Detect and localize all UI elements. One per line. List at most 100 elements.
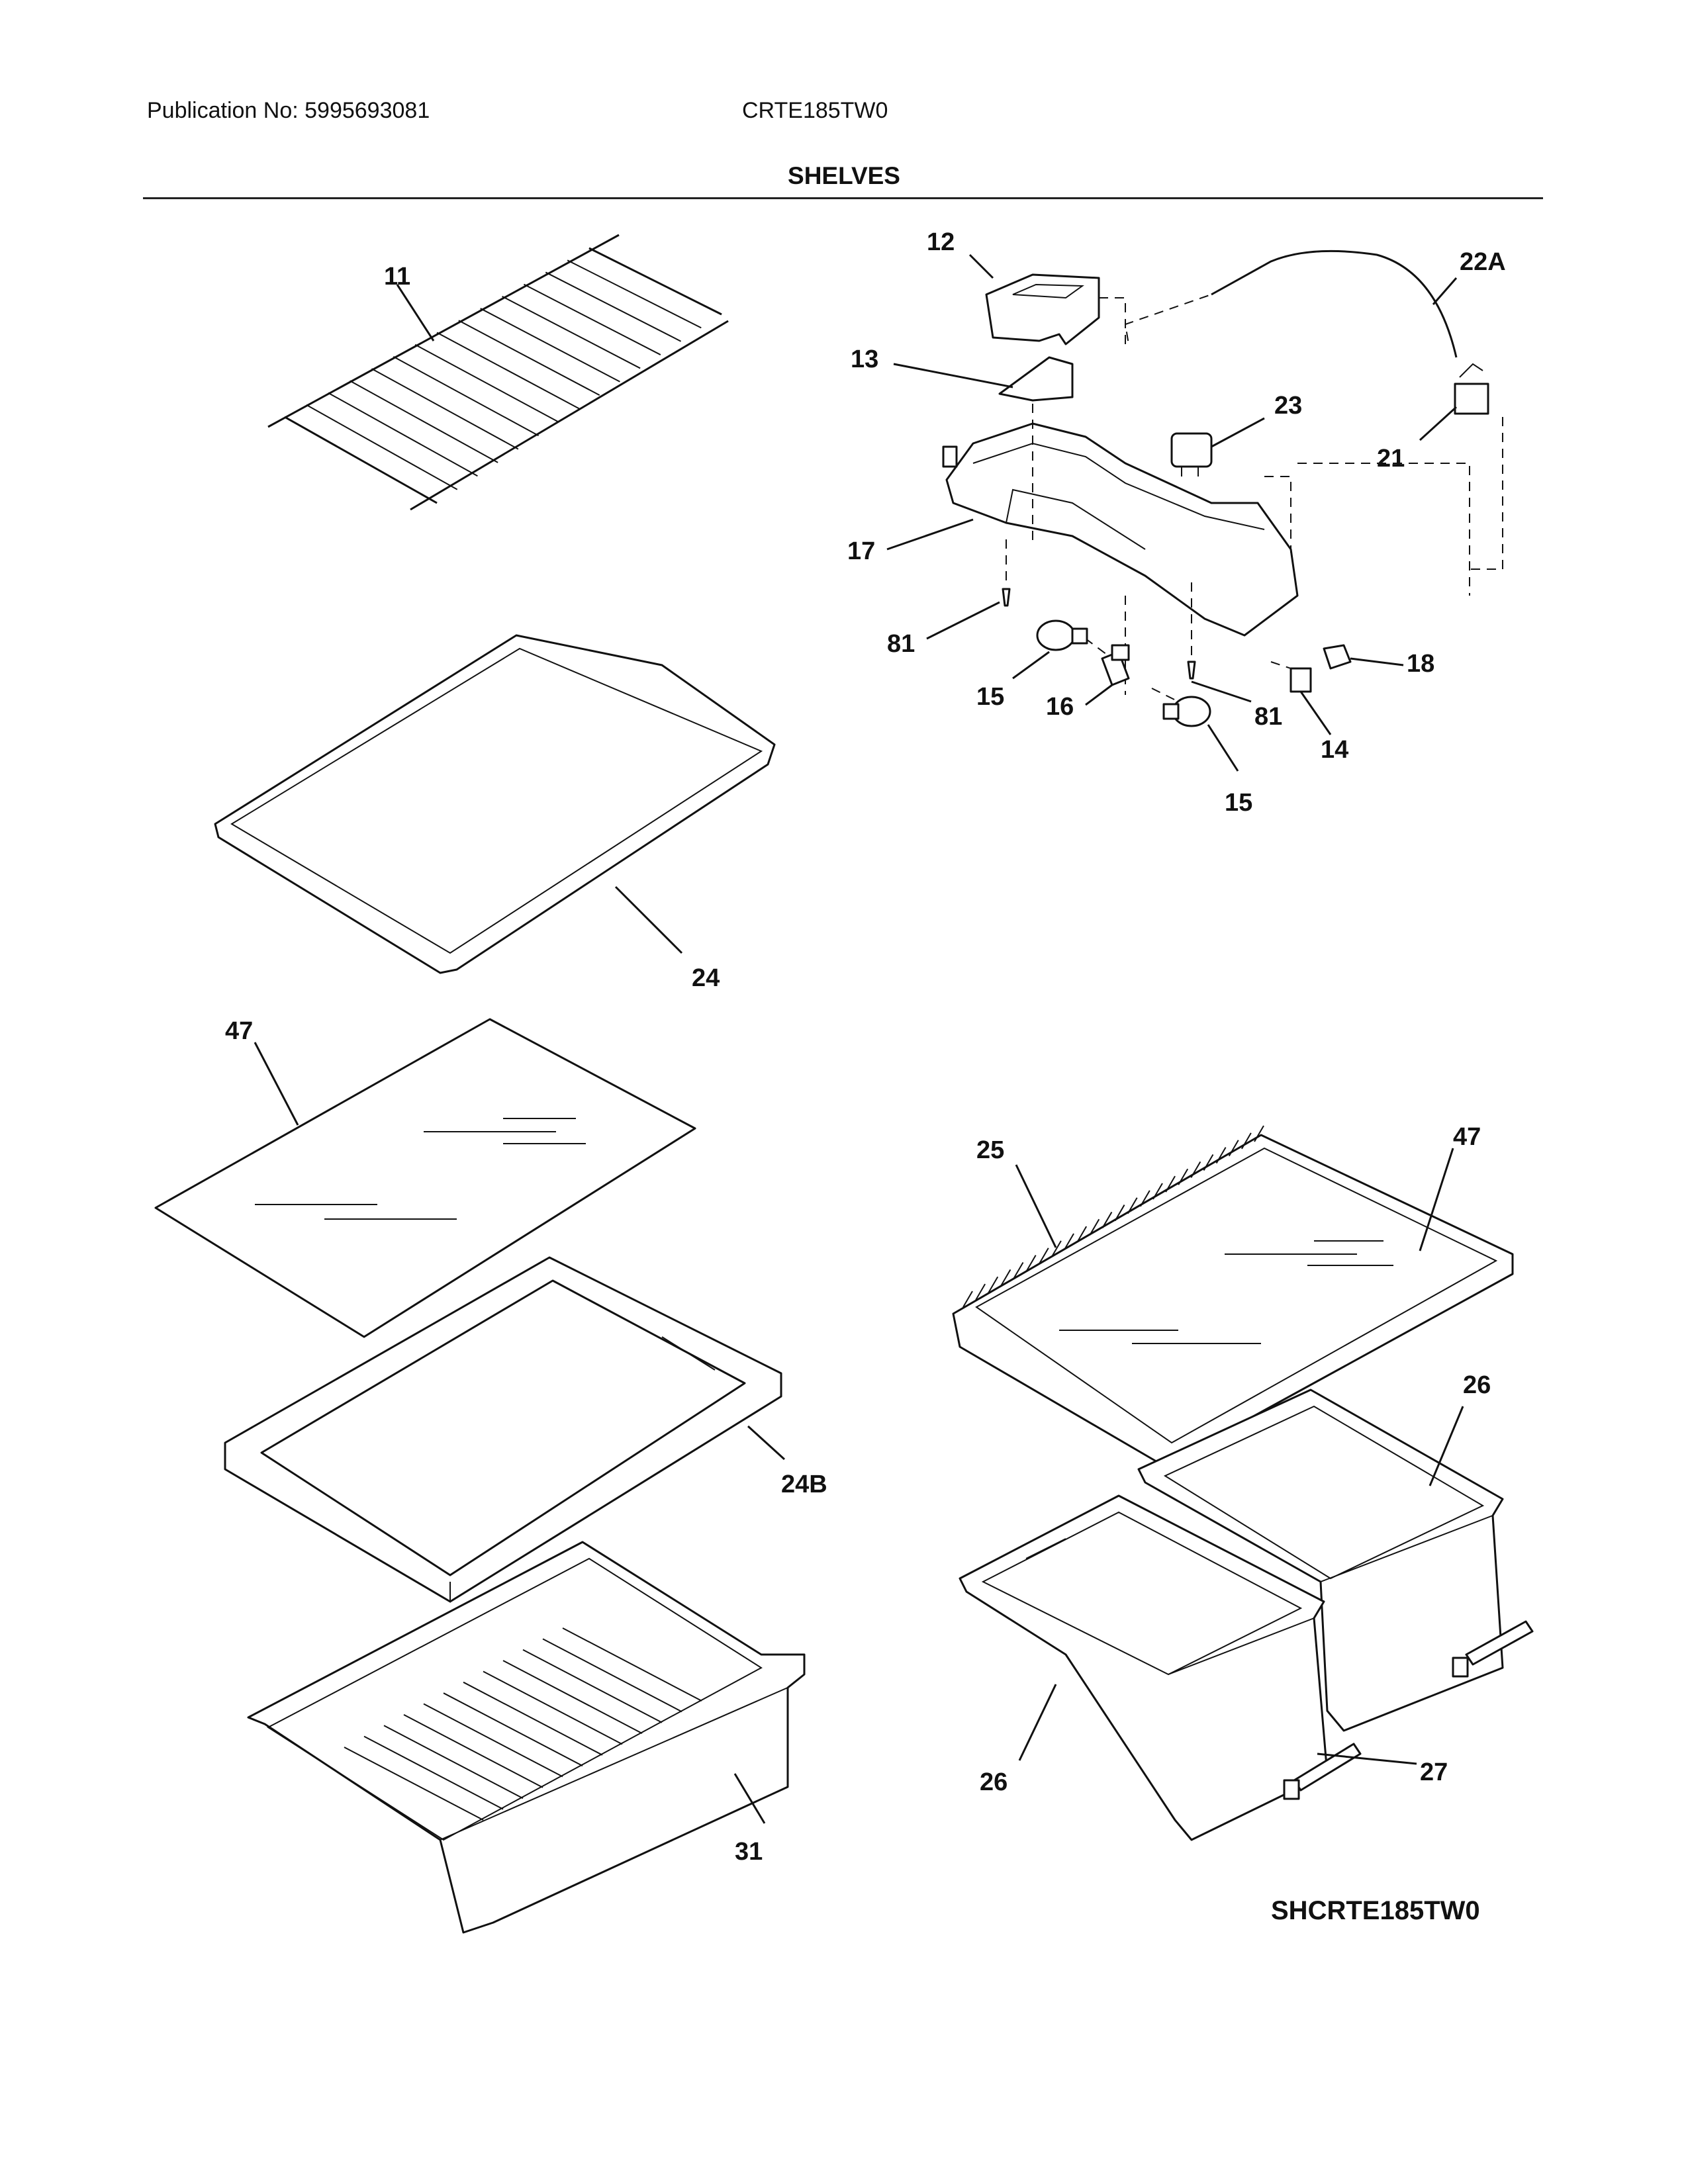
wire-rung xyxy=(393,356,539,437)
leader-26a xyxy=(1429,1406,1464,1486)
callout-17: 17 xyxy=(847,537,875,565)
drawer-rib xyxy=(344,1747,484,1821)
vent-slot xyxy=(1038,1248,1049,1265)
leader-21 xyxy=(1419,406,1458,441)
wire-rung xyxy=(284,416,438,504)
drawer-rib xyxy=(562,1627,702,1702)
callout-25: 25 xyxy=(976,1136,1004,1164)
leader-81a xyxy=(926,601,1000,640)
part-glass-shelf xyxy=(214,634,776,974)
callout-26b: 26 xyxy=(980,1768,1008,1796)
vent-slot xyxy=(975,1283,986,1300)
vent-slot xyxy=(1165,1175,1176,1193)
callout-15a: 15 xyxy=(976,683,1004,711)
vent-slot xyxy=(1139,1190,1150,1207)
callout-12: 12 xyxy=(927,228,955,256)
leader-25 xyxy=(1015,1164,1057,1248)
part-drawer-slides xyxy=(1283,1620,1534,1800)
wire-rung xyxy=(567,259,702,329)
leader-16 xyxy=(1085,684,1113,706)
vent-slot xyxy=(1254,1125,1264,1142)
callout-18: 18 xyxy=(1407,650,1434,678)
leader-12 xyxy=(968,253,994,279)
callout-13: 13 xyxy=(851,345,878,373)
vent-slot xyxy=(1025,1255,1037,1272)
part-crisper-cover xyxy=(952,1125,1514,1464)
callout-23: 23 xyxy=(1274,392,1302,420)
vent-slot xyxy=(1064,1233,1074,1250)
part-shelf-frame xyxy=(224,1256,782,1603)
leader-81b xyxy=(1191,680,1252,703)
leader-22a xyxy=(1432,277,1458,305)
leader-14 xyxy=(1299,691,1332,735)
wire-rung xyxy=(328,392,478,477)
leader-47a xyxy=(254,1042,299,1126)
model-number: CRTE185TW0 xyxy=(742,98,888,123)
wire-rung xyxy=(414,343,559,423)
vent-slot xyxy=(1178,1168,1189,1185)
wire-rung xyxy=(306,404,458,490)
wire-rung xyxy=(523,283,661,355)
callout-21: 21 xyxy=(1377,445,1405,473)
vent-slot xyxy=(1241,1132,1252,1150)
leader-24b xyxy=(747,1425,786,1461)
drawer-rib xyxy=(463,1681,603,1756)
wire-rung xyxy=(502,295,641,369)
leader-17 xyxy=(886,518,974,551)
part-crisper-drawer-front xyxy=(959,1494,1329,1841)
part-crisper-drawer-left xyxy=(247,1541,806,1934)
vent-slot xyxy=(1127,1197,1138,1214)
leader-23 xyxy=(1211,417,1265,448)
vent-slot xyxy=(1089,1218,1100,1236)
callout-24: 24 xyxy=(692,964,720,992)
leader-11 xyxy=(396,284,435,341)
vent-slot xyxy=(1203,1154,1214,1171)
leader-47b xyxy=(1419,1148,1454,1251)
vent-slot xyxy=(988,1276,999,1293)
vent-slot xyxy=(1000,1269,1011,1286)
header-divider xyxy=(143,197,1543,199)
callout-15b: 15 xyxy=(1225,789,1252,817)
vent-slot xyxy=(1228,1140,1239,1157)
vent-slot xyxy=(1190,1161,1201,1178)
wire-rung xyxy=(350,380,498,463)
part-light-housing-assembly xyxy=(942,250,1503,727)
part-wire-shelf xyxy=(267,234,729,511)
wire-rung xyxy=(588,248,722,315)
callout-31: 31 xyxy=(735,1838,763,1866)
drawer-rib xyxy=(522,1649,663,1723)
vent-slot xyxy=(1114,1205,1125,1222)
vent-slot xyxy=(962,1291,973,1308)
leader-24 xyxy=(614,886,683,954)
callout-27: 27 xyxy=(1420,1758,1448,1786)
drawer-rib xyxy=(443,1692,583,1767)
callout-24b: 24B xyxy=(781,1471,827,1498)
callout-47b: 47 xyxy=(1453,1123,1481,1151)
drawer-rib xyxy=(383,1725,524,1799)
callout-14: 14 xyxy=(1321,736,1348,764)
part-glass-panel-left xyxy=(154,1018,696,1338)
drawer-rib xyxy=(403,1714,543,1788)
callout-22a: 22A xyxy=(1460,248,1506,276)
callout-26a: 26 xyxy=(1463,1371,1491,1399)
callout-16: 16 xyxy=(1046,693,1074,721)
wire-rung xyxy=(458,320,600,396)
leader-15a xyxy=(1012,651,1050,680)
page-title: SHELVES xyxy=(788,162,900,189)
callout-81b: 81 xyxy=(1254,703,1282,731)
vent-slot xyxy=(1102,1211,1113,1228)
leader-27 xyxy=(1317,1752,1417,1765)
drawer-rib xyxy=(363,1735,504,1810)
part-crisper-drawer-back xyxy=(1137,1388,1504,1732)
vent-slot xyxy=(1051,1240,1062,1257)
leader-15b xyxy=(1207,724,1239,772)
leader-26b xyxy=(1018,1684,1057,1761)
wire-rung xyxy=(545,271,682,342)
diagram-code: SHCRTE185TW0 xyxy=(1271,1896,1480,1925)
leader-31 xyxy=(733,1773,766,1824)
callout-81a: 81 xyxy=(887,630,915,658)
callout-47a: 47 xyxy=(225,1017,253,1045)
wire-rung xyxy=(371,368,519,450)
vent-slot xyxy=(1215,1147,1227,1164)
